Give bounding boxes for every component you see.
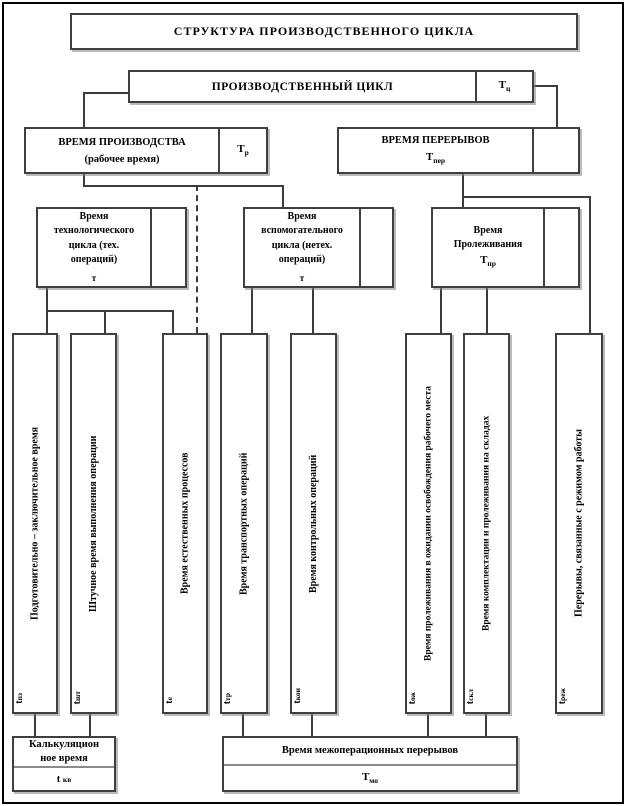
column-transport-operations: Время транспортных операций tтр [220,333,268,714]
connector-line [104,310,106,333]
connector-line [462,174,464,208]
connector-line [251,288,253,333]
connector-line [172,310,174,333]
connector-line [83,92,85,128]
connector-line [427,714,429,737]
tech-cycle-line: Время [79,210,109,222]
tech-cycle-line: технологического [53,225,135,237]
tech-cycle-empty-cell [150,209,185,286]
column-symbol: tшт [72,690,83,704]
column-symbol: tтр [222,692,233,704]
connector-line [83,174,85,187]
production-cycle-symbol-cell: Тц [475,72,532,101]
column-label: Время комплектации и пролеживания на скл… [481,415,492,632]
tech-cycle-line: цикла (тех. [68,239,120,251]
tech-cycle-symbol: т [91,272,97,283]
column-label: Время контрольных операций [308,454,319,593]
column-symbol: tскл [465,688,476,704]
connector-line [534,85,558,87]
aux-cycle-line: операций) [278,254,326,266]
symbol-tpr: Тпр [480,253,496,268]
connector-line [556,85,558,128]
aux-cycle-empty-cell [359,209,392,286]
breaks-time-label: ВРЕМЯ ПЕРЕРЫВОВ [381,134,490,146]
aux-cycle-line: цикла (нетех. [271,239,333,251]
column-symbol: tе [164,697,175,704]
column-piece-time: Штучное время выполнения операции tшт [70,333,117,714]
idle-time-empty-cell [543,209,578,286]
column-warehouse-storage: Время комплектации и пролеживания на скл… [463,333,510,714]
calculation-time-line: ное время [40,753,88,764]
box-interoperation-breaks: Время межоперационных перерывов Тмо [222,736,518,792]
connector-line [242,714,244,737]
column-symbol: tпз [14,693,25,704]
aux-cycle-line: Время [287,210,317,222]
column-label: Время естественных процессов [179,452,191,595]
diagram-title: СТРУКТУРА ПРОИЗВОДСТВЕННОГО ЦИКЛА [173,24,475,38]
symbol-tkv: t кв [14,766,114,790]
connector-line [282,185,284,208]
production-time-sublabel: (рабочее время) [84,153,160,165]
tech-cycle-line: операций) [70,254,118,266]
calculation-time-line: Калькуляцион [28,739,100,750]
connector-line [83,92,130,94]
production-time-symbol-cell: Тр [218,129,266,172]
column-label: Подготовительно – заключительное время [29,426,41,621]
column-waiting-workplace: Время пролеживания в ожидании освобожден… [405,333,452,714]
symbol-tc: Тц [498,79,511,94]
column-symbol: tож [407,691,418,704]
column-prep-final-time: Подготовительно – заключительное время t… [12,333,58,714]
column-control-operations: Время контрольных операций tкон [290,333,337,714]
aux-cycle-line: вспомогательного [261,225,343,237]
box-production-time: ВРЕМЯ ПРОИЗВОДСТВА (рабочее время) Тр [24,127,268,174]
connector-line [589,196,591,333]
dashed-divider-line [196,185,198,333]
column-label: Время пролеживания в ожидании освобожден… [423,386,434,661]
connector-line [46,310,174,312]
box-aux-cycle-time: Время вспомогательного цикла (нетех. опе… [243,207,394,288]
aux-cycle-symbol: т [299,272,305,283]
connector-line [34,714,36,737]
connector-line [311,714,313,737]
column-regime-breaks: Перерывы, связанные с режимом работы tре… [555,333,603,714]
column-natural-processes: Время естественных процессов tе [162,333,208,714]
diagram-title-box: СТРУКТУРА ПРОИЗВОДСТВЕННОГО ЦИКЛА [70,13,578,50]
box-production-cycle: ПРОИЗВОДСТВЕННЫЙ ЦИКЛ Тц [128,70,534,103]
idle-time-line: Пролеживания [453,239,523,251]
column-symbol: tреж [557,687,568,704]
box-breaks-time: ВРЕМЯ ПЕРЕРЫВОВ Тпер [337,127,580,174]
connector-line [486,288,488,333]
column-symbol: tкон [292,688,303,704]
idle-time-line: Время [473,224,503,236]
box-calculation-time: Калькуляцион ное время t кв [12,736,116,792]
connector-line [312,288,314,333]
column-label: Штучное время выполнения операции [88,435,99,612]
connector-line [485,714,487,737]
symbol-tmo: Тмо [224,764,516,790]
production-cycle-label: ПРОИЗВОДСТВЕННЫЙ ЦИКЛ [211,80,394,93]
breaks-time-empty-cell [532,129,578,172]
connector-line [462,196,591,198]
production-time-label: ВРЕМЯ ПРОИЗВОДСТВА [58,136,186,148]
symbol-tper: Тпер [425,150,446,166]
column-label: Время транспортных операций [238,452,250,595]
connector-line [440,288,442,333]
column-label: Перерывы, связанные с режимом работы [573,429,585,618]
box-tech-cycle-time: Время технологического цикла (тех. опера… [36,207,187,288]
connector-line [89,714,91,737]
symbol-tr: Тр [237,143,249,158]
box-idle-time: Время Пролеживания Тпр [431,207,580,288]
connector-line [83,185,284,187]
interoperation-breaks-label: Время межоперационных перерывов [281,745,459,756]
